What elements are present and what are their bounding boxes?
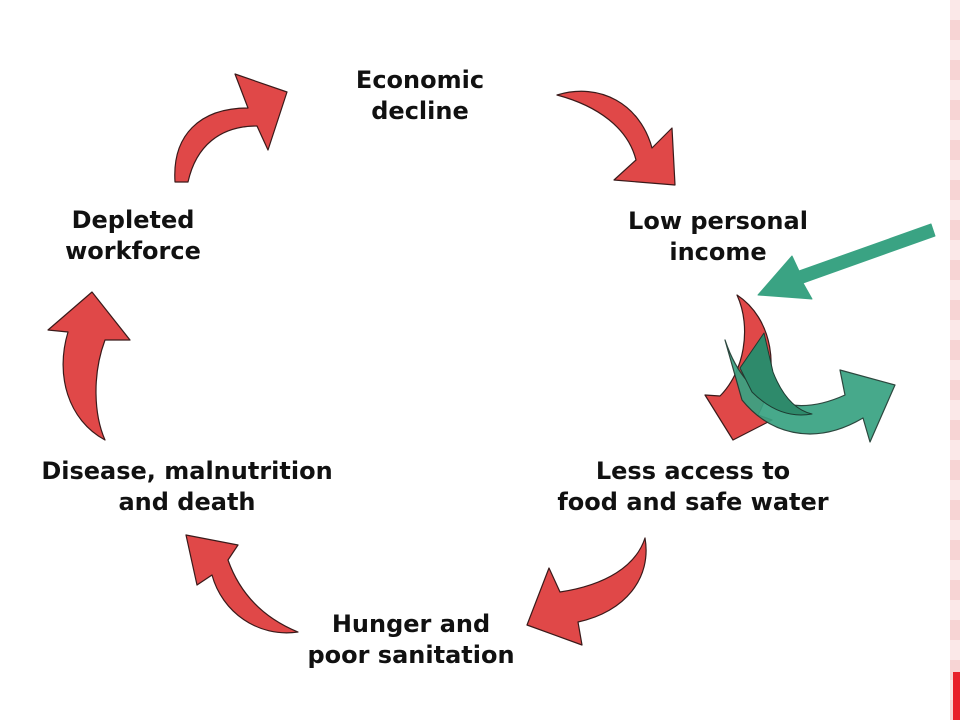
node-less-access-line-2: food and safe water: [557, 488, 829, 516]
cycle-arrow-economic-to-income: [556, 90, 676, 186]
node-economic-decline-line-2: decline: [371, 97, 469, 125]
node-hunger: Hunger and poor sanitation: [295, 609, 527, 671]
node-disease: Disease, malnutrition and death: [30, 456, 344, 518]
cycle-arrow-access-to-hunger: [526, 537, 647, 646]
node-low-personal-income: Low personal income: [608, 206, 828, 268]
node-depleted-workforce: Depleted workforce: [48, 205, 218, 267]
intervention-straight-arrow: [757, 223, 936, 300]
node-less-access: Less access to food and safe water: [540, 456, 846, 518]
node-economic-decline-line-1: Economic: [355, 66, 485, 94]
node-hunger-line-2: poor sanitation: [307, 641, 515, 669]
node-less-access-line-1: Less access to: [595, 457, 791, 485]
corner-accent-mark: [953, 672, 960, 720]
node-disease-line-2: and death: [118, 488, 256, 516]
node-low-personal-income-line-2: income: [669, 238, 767, 266]
node-depleted-workforce-line-1: Depleted: [71, 206, 195, 234]
cycle-arrow-disease-to-workforce: [47, 291, 131, 441]
cycle-arrow-workforce-to-economic: [174, 73, 288, 183]
node-disease-line-1: Disease, malnutrition: [41, 457, 333, 485]
node-depleted-workforce-line-2: workforce: [65, 237, 201, 265]
cycle-arrow-hunger-to-disease: [185, 534, 299, 634]
node-low-personal-income-line-1: Low personal: [628, 207, 808, 235]
intervention-curved-arrow-overlap: [739, 332, 813, 416]
node-hunger-line-1: Hunger and: [331, 610, 491, 638]
slide-edge-stripe: [950, 0, 960, 720]
node-economic-decline: Economic decline: [320, 65, 520, 127]
